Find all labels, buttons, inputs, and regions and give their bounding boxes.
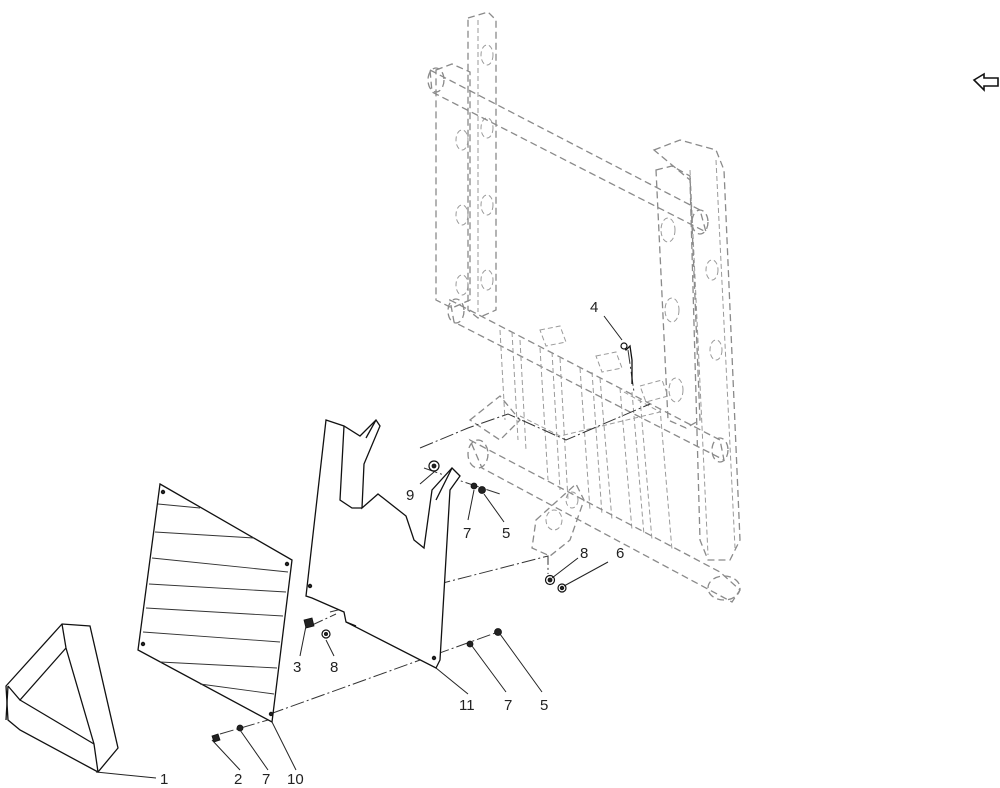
back-arrow-icon[interactable] [972, 72, 999, 92]
mounting-bracket-part [305, 418, 461, 669]
callout-9: 9 [406, 487, 414, 504]
callout-7-bottom: 7 [262, 771, 270, 788]
callout-8-middle: 8 [330, 659, 338, 676]
hardware-items [211, 342, 633, 743]
callout-6: 6 [616, 545, 624, 562]
callout-2: 2 [234, 771, 242, 788]
callout-labels: 1 2 7 10 11 7 5 3 8 9 7 5 8 6 4 [160, 299, 624, 788]
callout-7-top: 7 [463, 525, 471, 542]
callout-5-right: 5 [540, 697, 548, 714]
callout-1: 1 [160, 771, 168, 788]
triangle-emblem-part [5, 623, 119, 773]
hatched-panel-part [137, 482, 293, 724]
callout-10: 10 [287, 771, 304, 788]
leader-lines [95, 315, 623, 779]
callout-7-right: 7 [504, 697, 512, 714]
callout-11: 11 [459, 697, 475, 714]
callout-8-right: 8 [580, 545, 588, 562]
mounting-frame-ghost [427, 11, 741, 603]
callout-3: 3 [293, 659, 301, 676]
callout-4: 4 [590, 299, 598, 316]
callout-5-top: 5 [502, 525, 510, 542]
